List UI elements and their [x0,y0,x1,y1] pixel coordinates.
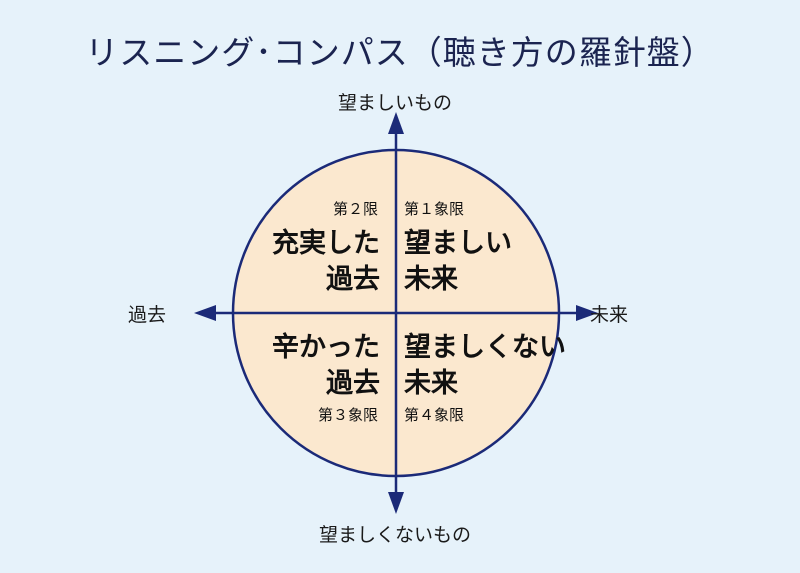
quadrant-3-number: 第３象限 [317,406,378,424]
quadrant-3-line1: 辛かった [272,332,380,363]
quadrant-1-number: 第１象限 [404,200,465,218]
quadrant-3-line2: 過去 [326,368,380,399]
quadrant-1-line1: 望ましい [404,228,512,259]
arrow-right-icon [576,305,598,321]
quadrant-2-label: 充実した 過去 [272,226,380,298]
quadrant-3-label: 辛かった 過去 [272,330,380,402]
quadrant-2-line1: 充実した [272,228,380,259]
arrow-left-icon [194,305,216,321]
quadrant-4-number: 第４象限 [404,406,465,424]
axis-label-bottom: 望ましくないもの [318,524,471,546]
quadrant-1-line2: 未来 [404,264,458,295]
axis-label-left: 過去 [128,304,167,326]
quadrant-1-label: 望ましい 未来 [404,226,512,298]
diagram-title: リスニング･コンパス（聴き方の羅針盤） [85,33,715,72]
axis-label-right: 未来 [590,304,629,326]
arrow-down-icon [388,492,404,514]
quadrant-4-line2: 未来 [404,368,458,399]
quadrant-2-number: 第２限 [332,200,378,218]
arrow-up-icon [388,112,404,134]
quadrant-4-label: 望ましくない 未来 [404,330,566,402]
quadrant-4-line1: 望ましくない [404,332,566,363]
axis-label-top: 望ましいもの [337,92,452,114]
quadrant-2-line2: 過去 [326,264,380,295]
